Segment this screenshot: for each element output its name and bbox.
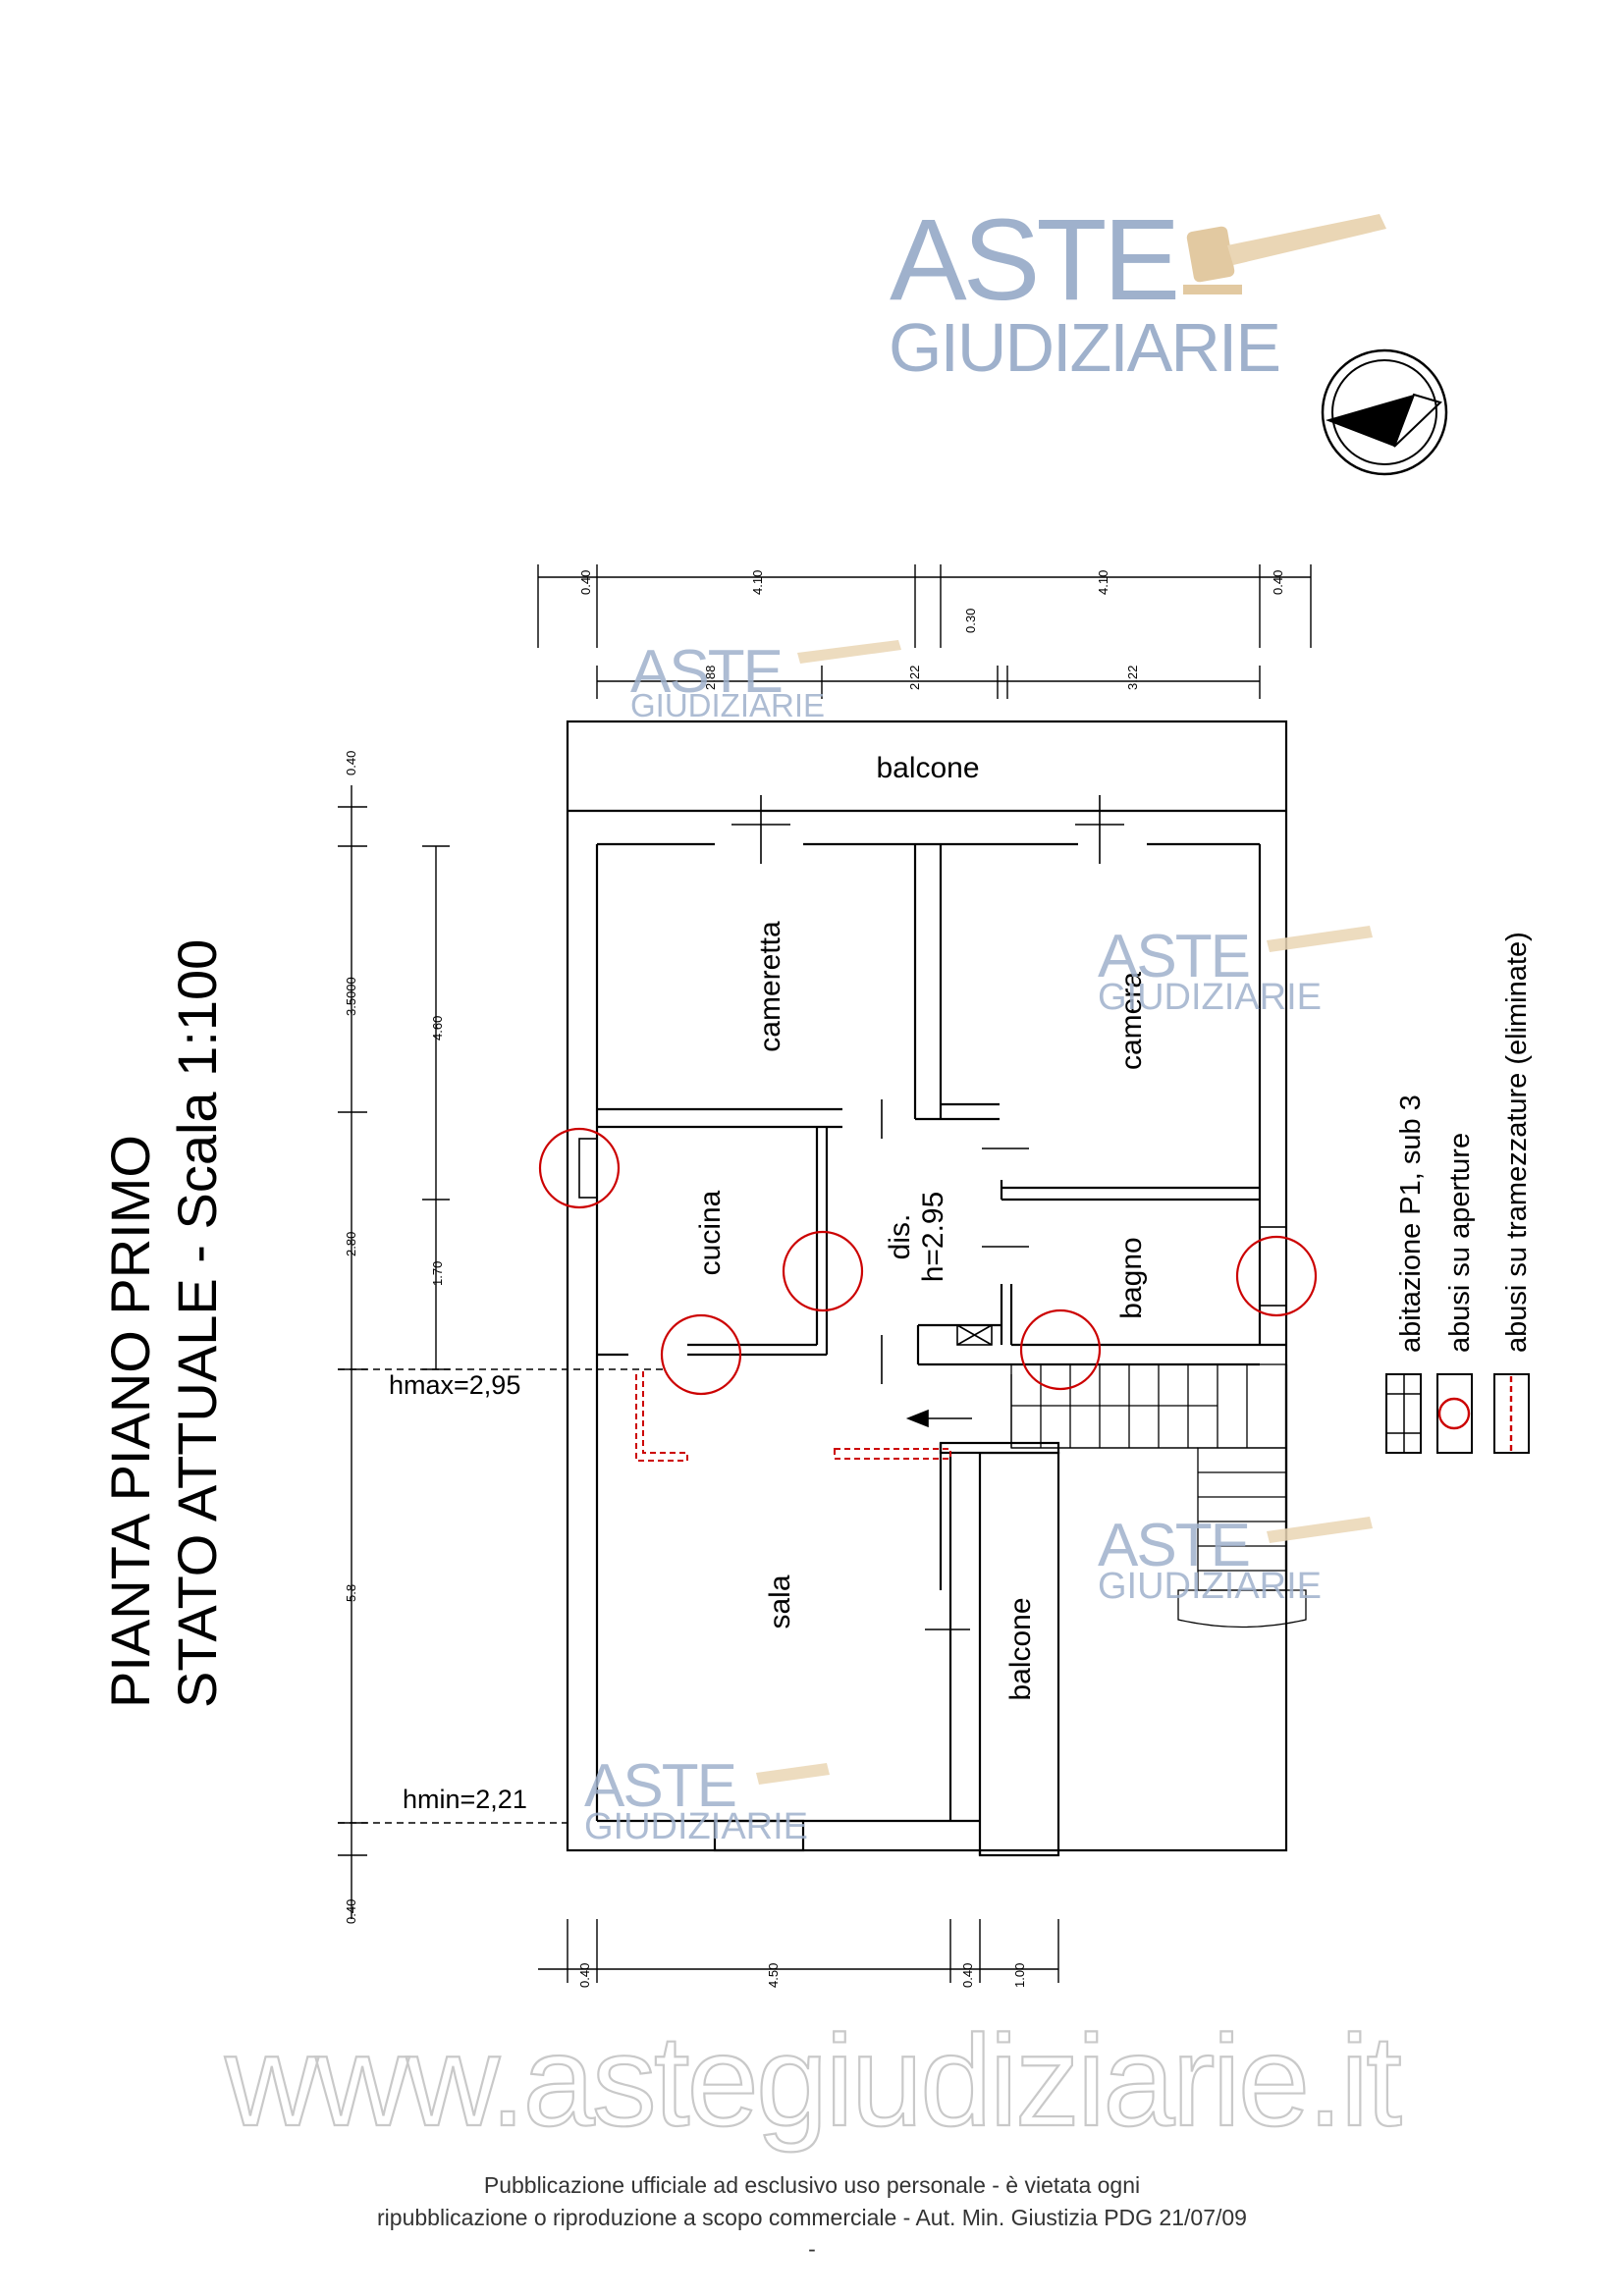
doors-and-openings (578, 795, 1287, 1649)
legend-item-abitazione: abitazione P1, sub 3 (1385, 1095, 1427, 1454)
dim-bottom-2: 0.40 (960, 1963, 975, 1988)
legend-item-tramezzature: abusi su tramezzature (eliminate) (1493, 932, 1533, 1454)
dim-bottom-0: 0.40 (577, 1963, 592, 1988)
legend: abitazione P1, sub 3 abusi su aperture a… (1385, 932, 1533, 1454)
overlay-sala-line2: GIUDIZIARIE (584, 1806, 808, 1847)
aste-giudiziarie-logo-top: ASTE GIUDIZIARIE (889, 195, 1386, 386)
red-circle-icon (1437, 1397, 1471, 1430)
legend-label-2: abusi su tramezzature (eliminate) (1501, 932, 1533, 1353)
overlay-top-line2: GIUDIZIARIE (630, 687, 825, 723)
abuse-opening-markers (538, 1127, 1318, 1396)
gavel-icon (1267, 926, 1373, 952)
title-line1: PIANTA PIANO PRIMO (99, 1135, 161, 1708)
legend-item-aperture: abusi su aperture (1436, 1133, 1476, 1454)
dim-left-2: 2.80 (344, 1232, 358, 1256)
watermark-overlay-stairs: ASTE GIUDIZIARIE (1098, 1512, 1373, 1607)
watermark-line1: ASTE (890, 195, 1176, 325)
legend-label-1: abusi su aperture (1444, 1133, 1476, 1353)
watermark-overlay-top: ASTE GIUDIZIARIE (630, 638, 901, 723)
overlay-camera-line2: GIUDIZIARIE (1098, 977, 1322, 1018)
dim-bottom-3: 1.00 (1012, 1963, 1027, 1988)
gavel-icon (1267, 1517, 1373, 1543)
dim-top-3: 4.10 (1096, 570, 1110, 595)
dim-left-0: 0.40 (344, 751, 358, 775)
north-compass-icon (1321, 348, 1448, 476)
top-dimension-lines (537, 564, 1312, 699)
room-balcone-top: balcone (876, 752, 979, 784)
left-dimension-labels: 0.40 3.5000 2.80 5.8 0.40 4.60 1.70 (344, 751, 445, 1924)
dim-top-1: 4.10 (750, 570, 765, 595)
overlay-camera-line1: ASTE (1098, 923, 1249, 990)
abuse-circle-entrance (660, 1313, 742, 1396)
room-camera: camera (1115, 972, 1148, 1070)
dim-left-3: 5.8 (344, 1584, 358, 1602)
dim-top-0: 0.40 (578, 570, 593, 595)
overlay-stairs-line1: ASTE (1098, 1512, 1249, 1579)
title-line2: STATO ATTUALE - Scala 1:100 (166, 939, 228, 1708)
abuse-circle-cucina-window (538, 1127, 621, 1209)
gavel-icon (1183, 214, 1386, 294)
overlay-top-line1: ASTE (630, 638, 782, 706)
left-dimension-lines (338, 785, 450, 1919)
room-cameretta: cameretta (754, 921, 786, 1052)
bottom-dimension-lines (538, 1919, 1059, 1983)
dim-top-2: 0.30 (963, 609, 978, 633)
dim-top2-1: 2.22 (907, 666, 922, 690)
top-dimension-labels: 0.40 4.10 0.30 4.10 0.40 2.88 2.22 3.22 (578, 570, 1285, 690)
dim-left-inner-0: 4.60 (430, 1016, 445, 1041)
hmax-label: hmax=2,95 (389, 1370, 520, 1400)
dim-left-4: 0.40 (344, 1899, 358, 1924)
abuse-partition-markers (635, 1371, 951, 1462)
hmin-label: hmin=2,21 (403, 1785, 527, 1814)
abuse-circle-cucina-door (782, 1230, 864, 1312)
legend-label-0: abitazione P1, sub 3 (1395, 1095, 1427, 1353)
room-dis: dis. (884, 1214, 916, 1260)
watermark-overlays: ASTE GIUDIZIARIE ASTE GIUDIZIARIE ASTE G… (584, 638, 1373, 1847)
abuse-circle-bagno-window (1235, 1235, 1318, 1317)
room-balcone-side: balcone (1004, 1597, 1037, 1700)
dim-bottom-1: 4.50 (766, 1963, 781, 1988)
plan-title: PIANTA PIANO PRIMO STATO ATTUALE - Scala… (99, 939, 228, 1708)
room-sala: sala (764, 1575, 796, 1629)
gavel-icon (756, 1763, 830, 1785)
bottom-dimension-labels: 0.40 4.50 0.40 1.00 (577, 1963, 1027, 1988)
room-dis-height: h=2.95 (917, 1192, 949, 1283)
abuse-circle-stairs (1019, 1308, 1102, 1391)
walls (566, 720, 1288, 1857)
dim-top2-2: 3.22 (1125, 666, 1140, 690)
overlay-sala-line1: ASTE (584, 1752, 735, 1820)
staircase (1010, 1363, 1307, 1629)
footer-line3: - (808, 2236, 816, 2262)
height-reference-lines (338, 1368, 668, 1824)
gavel-icon (797, 640, 901, 664)
watermark-line2: GIUDIZIARIE (889, 309, 1279, 386)
watermark-overlay-sala: ASTE GIUDIZIARIE (584, 1752, 830, 1847)
watermark-url: www.astegiudiziarie.it (224, 2008, 1401, 2153)
footer-line2: ripubblicazione o riproduzione a scopo c… (377, 2205, 1247, 2230)
room-labels: balcone cameretta camera cucina dis. h=2… (694, 752, 1148, 1701)
dim-left-inner-1: 1.70 (430, 1261, 445, 1286)
watermark-overlay-camera: ASTE GIUDIZIARIE (1098, 923, 1373, 1018)
footer-line1: Pubblicazione ufficiale ad esclusivo uso… (483, 2172, 1141, 2198)
dim-top-4: 0.40 (1271, 570, 1285, 595)
room-bagno: bagno (1115, 1237, 1148, 1318)
overlay-stairs-line2: GIUDIZIARIE (1098, 1566, 1322, 1607)
room-cucina: cucina (694, 1190, 727, 1275)
dim-left-1: 3.5000 (344, 977, 358, 1016)
dim-top2-0: 2.88 (703, 666, 718, 690)
